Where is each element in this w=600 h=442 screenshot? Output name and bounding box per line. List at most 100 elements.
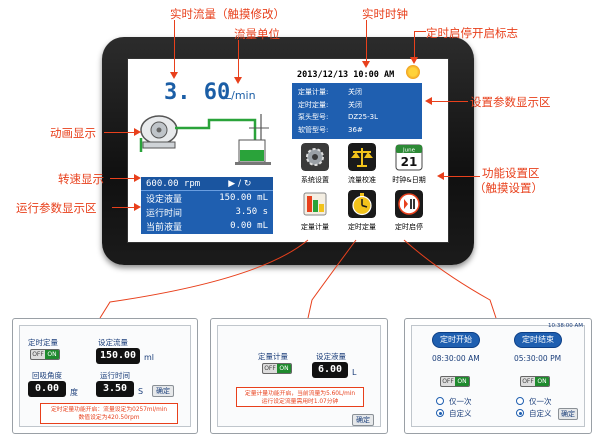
run-row: 当前液量 0.00 mL [141, 219, 273, 233]
timed-volume-value[interactable]: 150.00 [96, 348, 140, 364]
func-label: 定量计量 [301, 223, 329, 231]
meter-mode-label: 定量计量 [258, 352, 288, 361]
func-timed[interactable]: 定时定量 [339, 190, 385, 232]
arrow-right-icon [134, 128, 141, 136]
run-row: 设定液量 150.00 mL [141, 191, 273, 205]
timer-end-button[interactable]: 定时结束 [514, 332, 562, 348]
pump-head-icon [140, 115, 178, 149]
func-meter[interactable]: 定量计量 [292, 190, 338, 232]
timer-top-time: 10:38:00 AM [548, 323, 583, 329]
toggle-off: OFF [522, 378, 534, 385]
callout-line [414, 31, 426, 32]
arrow-right-icon [134, 174, 141, 182]
timed-toggle[interactable]: OFF ON [30, 349, 60, 360]
timed-confirm-button[interactable]: 确定 [152, 385, 174, 397]
radio-once-label: 仅一次 [449, 397, 472, 406]
toggle-on: ON [45, 350, 59, 359]
arrow-down-icon [362, 61, 370, 68]
timed-time-label: 运行时间 [100, 371, 130, 380]
callout-animation: 动画显示 [50, 126, 96, 140]
func-startstop[interactable]: 定时启停 [386, 190, 432, 232]
note-line: 数值设定为420.50rpm [78, 415, 140, 421]
timer-flag-icon [406, 65, 420, 79]
arrow-right-icon [134, 203, 141, 211]
radio-once[interactable] [436, 397, 444, 405]
rpm-value[interactable]: 600.00 rpm [146, 178, 201, 189]
run-param-display: 600.00 rpm ▶ / ↻ 设定液量 150.00 mL 运行时间 3.5… [141, 177, 273, 234]
arrow-down-icon [170, 72, 178, 79]
param-key: 定时定量: [298, 100, 329, 109]
meter-confirm-button[interactable]: 确定 [352, 414, 374, 426]
timed-volume-unit: ml [144, 353, 155, 362]
param-key: 定量计量: [298, 88, 329, 97]
run-key: 当前液量 [146, 222, 183, 233]
clock-play-icon [395, 190, 423, 218]
panel-inner [217, 325, 381, 427]
timed-volume-label: 设定流量 [98, 338, 128, 347]
param-value: 36# [348, 125, 363, 134]
toggle-off: OFF [264, 365, 276, 372]
callout-realtime-clock: 实时时钟 [362, 7, 408, 21]
callout-param-display: 设置参数显示区 [470, 95, 551, 109]
param-row: 定时定量: 关闭 [298, 99, 416, 112]
toggle-off: OFF [442, 378, 454, 385]
play-reverse-icon[interactable]: ▶ / ↻ [228, 178, 252, 189]
callout-line [432, 101, 468, 102]
callout-flow-unit: 流量单位 [234, 27, 280, 41]
callout-speed-display: 转速显示 [58, 172, 104, 186]
toggle-off: OFF [32, 351, 44, 358]
note-line: 运行设定流量需用时1.07分钟 [261, 399, 339, 405]
flow-value[interactable]: 3. 60 [164, 80, 231, 105]
meter-note: 定量计量功能开启，当前流量为5.60L/min 运行设定流量需用时1.07分钟 [236, 387, 364, 407]
speed-display[interactable]: 600.00 rpm ▶ / ↻ [141, 177, 273, 191]
arrow-left-icon [425, 97, 432, 105]
arrow-left-icon [437, 172, 444, 180]
param-row: 定量计量: 关闭 [298, 86, 416, 99]
gear-icon [301, 143, 329, 171]
timed-angle-value[interactable]: 0.00 [28, 381, 66, 397]
radio-once[interactable] [516, 397, 524, 405]
meter-volume-unit: L [352, 368, 357, 377]
timer-confirm-button[interactable]: 确定 [558, 408, 578, 420]
param-key: 软管型号: [298, 125, 329, 134]
timer-end-time[interactable]: 05:30:00 PM [514, 354, 562, 363]
callout-run-param-display: 运行参数显示区 [16, 201, 97, 215]
callout-line [174, 20, 175, 72]
run-key: 运行时间 [146, 208, 183, 219]
timed-time-unit: S [138, 387, 144, 396]
arrow-down-icon [410, 57, 418, 64]
func-label: 流量校准 [348, 176, 376, 184]
param-display: 定量计量: 关闭 定时定量: 关闭 泵头型号: DZ25-3L 软管型号: 36… [292, 83, 422, 139]
run-row: 运行时间 3.50 s [141, 205, 273, 219]
meter-toggle[interactable]: OFF ON [262, 363, 292, 374]
meter-icon [303, 192, 327, 216]
arrow-down-icon [234, 77, 242, 84]
radio-custom[interactable] [516, 409, 524, 417]
callout-function-area-sub: （触摸设置） [474, 181, 543, 195]
realtime-clock: 2013/12/13 10:00 AM [297, 70, 395, 80]
param-value: 关闭 [348, 88, 362, 97]
note-line: 定量计量功能开启，当前流量为5.60L/min [244, 391, 356, 397]
run-value: 150.00 mL [219, 193, 268, 203]
run-value: 0.00 mL [230, 221, 268, 231]
func-clock[interactable]: June 21 时钟&日期 [386, 143, 432, 185]
callout-function-area: 功能设置区 [482, 166, 540, 180]
stopwatch-icon [348, 190, 376, 218]
timer-end-toggle[interactable]: OFF ON [520, 376, 550, 387]
timer-start-time[interactable]: 08:30:00 AM [432, 354, 480, 363]
timer-start-button[interactable]: 定时开始 [432, 332, 480, 348]
func-calib[interactable]: 流量校准 [339, 143, 385, 185]
meter-volume-label: 设定液量 [316, 352, 346, 361]
timer-start-toggle[interactable]: OFF ON [440, 376, 470, 387]
param-value: DZ25-3L [348, 113, 378, 122]
func-system[interactable]: 系统设置 [292, 143, 338, 185]
function-area: 系统设置 流量校准 June 21 时钟&日期 [290, 140, 434, 240]
timed-time-value[interactable]: 3.50 [96, 381, 134, 397]
meter-volume-value[interactable]: 6.00 [312, 362, 348, 378]
func-label: 系统设置 [301, 176, 329, 184]
callout-line [444, 176, 480, 177]
radio-custom[interactable] [436, 409, 444, 417]
param-row: 软管型号: 36# [298, 124, 416, 137]
flow-unit[interactable]: L/min [225, 89, 256, 102]
timed-angle-unit: 度 [70, 388, 78, 397]
